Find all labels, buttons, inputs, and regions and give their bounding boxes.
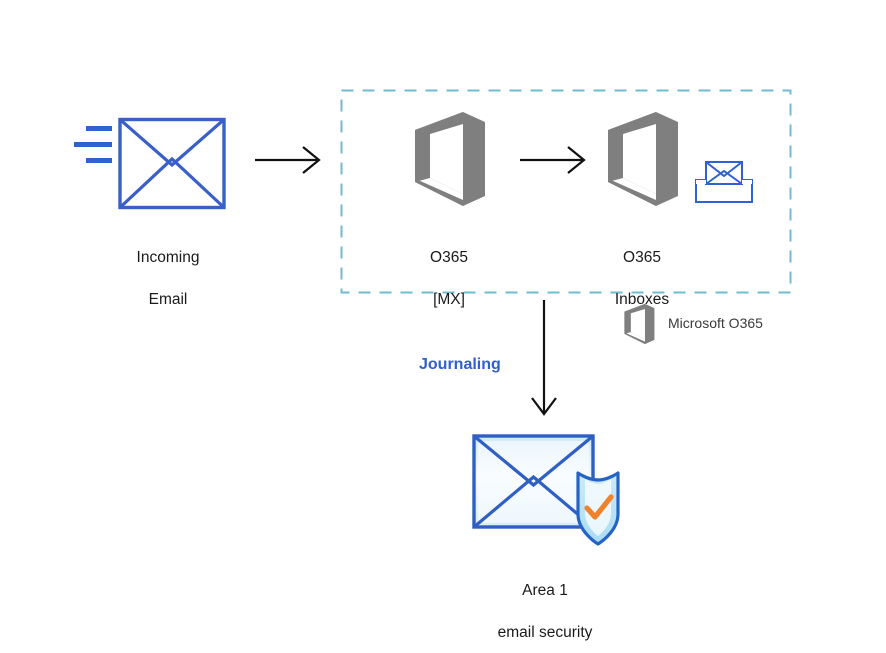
o365-mx-label-line-1: O365 [430,249,468,266]
o365-mx-label-line-2: [MX] [433,291,465,308]
legend-label: Microsoft O365 [668,315,763,331]
arrow-right-icon [520,146,586,174]
connector-incoming-to-mx [255,143,325,177]
incoming-email-label: Incoming Email [88,226,248,331]
journaling-label: Journaling [419,356,501,373]
o365-inboxes-label: O365 Inboxes [562,226,722,331]
o365-inboxes-label-line-2: Inboxes [614,291,670,308]
office-365-icon [608,112,678,206]
connector-mx-to-inboxes [520,143,590,177]
o365-mx-label: O365 [MX] [369,226,529,331]
connector-inboxes-to-area1 [527,300,561,420]
legend-office-icon-wrap [620,303,658,345]
incoming-email-label-line-2: Email [148,291,188,308]
open-envelope-icon [695,161,753,203]
arrow-right-icon [255,146,321,174]
dashed-boundary-rect [340,89,792,294]
o365-boundary-group [340,89,792,294]
arrow-down-icon [531,300,557,416]
incoming-email-label-line-1: Incoming [136,249,200,266]
inbox-badge[interactable] [694,160,754,204]
o365-mx-node[interactable] [405,110,493,208]
area1-email-security-label: Area 1 email security [465,559,625,653]
o365-inboxes-node[interactable] [598,110,686,208]
incoming-email-node[interactable] [72,117,227,210]
envelope-shield-icon [472,434,620,546]
envelope-icon [74,117,226,210]
o365-inboxes-label-line-1: O365 [623,249,661,266]
area1-label-line-1: Area 1 [522,582,568,599]
office-365-icon [415,112,485,206]
office-365-icon [624,303,655,345]
area1-label-line-2: email security [497,624,593,641]
area1-email-security-node[interactable] [470,432,632,552]
